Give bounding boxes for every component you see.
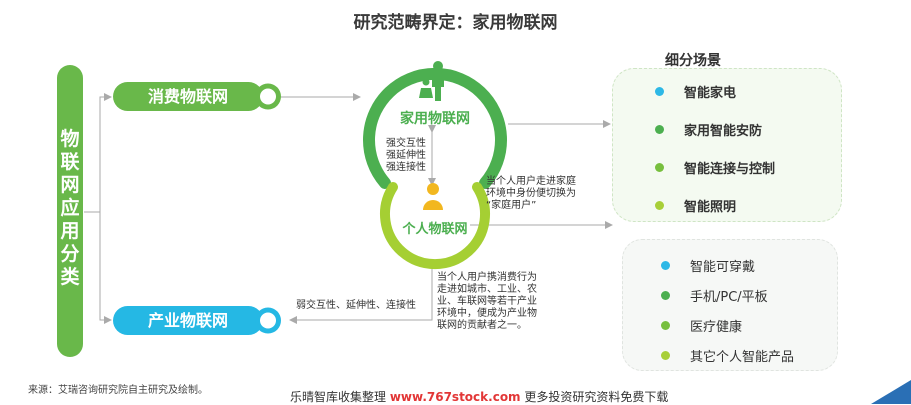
footer-link[interactable]: www.767stock.com bbox=[389, 390, 521, 404]
personal-scenes-panel: 智能可穿戴 手机/PC/平板 医疗健康 其它个人智能产品 bbox=[622, 239, 838, 371]
personal-to-industry-arrow bbox=[289, 268, 433, 324]
bullet-dot-icon bbox=[661, 351, 670, 360]
person-icon bbox=[423, 183, 443, 210]
home-scene-item: 智能照明 bbox=[655, 196, 736, 215]
bullet-dot-icon bbox=[661, 261, 670, 270]
personal-scene-item: 其它个人智能产品 bbox=[661, 346, 794, 365]
strong-traits: 强交互性 强延伸性 强连接性 bbox=[386, 138, 426, 173]
home-scene-item: 家用智能安防 bbox=[655, 120, 762, 139]
bullet-dot-icon bbox=[655, 125, 664, 134]
classification-bar bbox=[57, 65, 83, 357]
home-scene-item: 智能家电 bbox=[655, 82, 736, 101]
home-scene-item: 智能连接与控制 bbox=[655, 158, 775, 177]
classification-label: 物 联 网 应 用 分 类 bbox=[60, 128, 80, 288]
personal-scene-item: 医疗健康 bbox=[661, 316, 742, 335]
industry-contributor-note: 当个人用户携消费行为 走进如城市、工业、农 业、车联网等若干产业 环境中，便成为… bbox=[437, 272, 537, 331]
bullet-dot-icon bbox=[655, 87, 664, 96]
bullet-dot-icon bbox=[655, 201, 664, 210]
consumer-iot-pill: 消费物联网 bbox=[113, 82, 263, 111]
bullet-dot-icon bbox=[661, 321, 670, 330]
personal-iot-ring bbox=[380, 182, 490, 270]
home-user-note: 当个人用户走进家庭 环境中身份便切换为 “家庭用户” bbox=[486, 176, 576, 211]
branch-consumer-line bbox=[84, 93, 112, 213]
segments-title: 细分场景 bbox=[665, 53, 721, 69]
industrial-iot-pill: 产业物联网 bbox=[113, 306, 263, 335]
personal-iot-label: 个人物联网 bbox=[402, 222, 468, 237]
bullet-dot-icon bbox=[655, 163, 664, 172]
home-scenes-panel: 智能家电 家用智能安防 智能连接与控制 智能照明 bbox=[612, 68, 842, 222]
page-title: 研究范畴界定：家用物联网 bbox=[353, 13, 558, 33]
bullet-dot-icon bbox=[661, 291, 670, 300]
home-iot-label: 家用物联网 bbox=[400, 111, 470, 127]
consumer-pill-cap bbox=[255, 83, 281, 110]
footer-banner: 乐晴智库收集整理 www.767stock.com 更多投资研究资料免费下载 bbox=[290, 390, 669, 404]
branch-industry-line bbox=[84, 211, 112, 324]
source-note: 来源：艾瑞咨询研究院自主研究及绘制。 bbox=[28, 385, 208, 396]
corner-decoration bbox=[871, 380, 911, 404]
personal-scene-item: 智能可穿戴 bbox=[661, 256, 755, 275]
industrial-pill-cap bbox=[255, 307, 281, 334]
family-icon bbox=[419, 61, 451, 101]
weak-traits: 弱交互性、延伸性、连接性 bbox=[296, 300, 416, 311]
personal-scene-item: 手机/PC/平板 bbox=[661, 286, 768, 305]
